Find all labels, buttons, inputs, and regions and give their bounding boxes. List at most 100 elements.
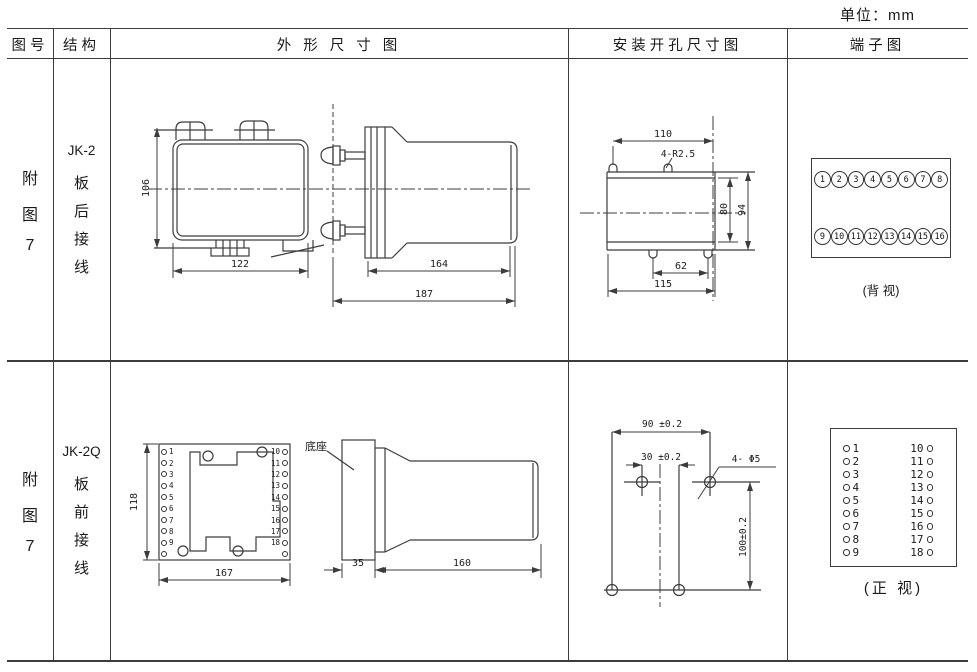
terminal-number: 2 (169, 458, 174, 468)
terminal-dot-icon (161, 471, 167, 478)
dimension-lines (143, 443, 542, 586)
terminal-number: 3 (852, 468, 860, 481)
terminal-dot-icon (843, 471, 850, 478)
terminal-number: 12 (910, 468, 924, 481)
terminal-dot-icon (843, 510, 850, 517)
header-structure: 结构 (63, 38, 100, 54)
terminal-circle: 16 (931, 228, 948, 245)
terminal-dot-icon (282, 448, 288, 455)
terminal-dot-icon (926, 445, 933, 452)
front-terminal: 11 (262, 457, 288, 468)
header-outline: 外 形 尺 寸 图 (276, 38, 402, 54)
front-terminal: 13 (262, 480, 288, 491)
col-divider-1 (53, 28, 54, 661)
dim-top-width: 90 ±0.2 (642, 419, 682, 430)
front-terminal: 12 (262, 469, 288, 480)
front-terminals-right: 10 11 12 13 14 15 16 (262, 446, 288, 560)
structure-cell-jk2: JK-2 板后接线 (53, 58, 110, 361)
terminal-number: 4 (852, 481, 860, 494)
terminal-dot-icon (161, 448, 167, 455)
wiring-char: 前 (73, 504, 89, 521)
figure-char: 图 (21, 206, 38, 224)
dim-base-depth: 35 (352, 558, 364, 569)
terminal-number: 9 (169, 538, 174, 548)
front-terminal: 3 (161, 469, 174, 480)
terminal-dot-icon (926, 523, 933, 530)
terminal-dot-icon (161, 528, 167, 535)
structure-stack: JK-2 板后接线 (53, 58, 110, 361)
install-cell-jk2: 110 4-R2.5 80 94 62 115 (568, 58, 787, 361)
side-view-body (326, 439, 539, 561)
terminal-number: 16 (910, 520, 924, 533)
terminal-col-left: 1 2 3 4 5 6 7 (843, 442, 859, 559)
side-view-body (320, 104, 518, 259)
terminal-circle: 8 (931, 171, 948, 188)
front-terminal: 2 (161, 457, 174, 468)
front-terminal: 15 (262, 503, 288, 514)
unit-label: 单位：mm (840, 7, 915, 24)
terminal-dot-icon (282, 471, 288, 478)
terminal-number: 10 (910, 442, 924, 455)
dim-slot-span: 62 (675, 261, 687, 272)
terminal-number: 7 (852, 520, 860, 533)
front-terminal: 18 (262, 537, 288, 548)
terminal-dot-icon (843, 497, 850, 504)
front-terminal: 8 (161, 526, 174, 537)
terminal-number: 4 (169, 481, 174, 491)
wiring-char: 接 (73, 230, 89, 248)
terminal-dot-icon (843, 458, 850, 465)
install-cell-jk2q: 90 ±0.2 30 ±0.2 4- Φ5 100±0.2 (568, 361, 787, 661)
terminal-number: 11 (910, 455, 924, 468)
wiring-char: 线 (73, 560, 89, 577)
install-drawing-jk2q: 90 ±0.2 30 ±0.2 4- Φ5 100±0.2 (604, 419, 776, 607)
terminal-item: 15 (903, 507, 933, 520)
front-terminal: 16 (262, 514, 288, 525)
terminal-number: 16 (270, 515, 280, 525)
wiring-char: 线 (73, 258, 89, 276)
terminal-cell-jk2q: 1 2 3 4 5 6 7 (787, 361, 968, 661)
figure-char: 7 (25, 236, 35, 254)
terminal-circle: 13 (881, 228, 898, 245)
terminal-circle: 12 (864, 228, 881, 245)
wiring-chars: 板后接线 (74, 172, 89, 277)
terminal-caption: (背 视) (862, 284, 900, 298)
terminal-col-right: 10 11 12 13 14 15 16 (903, 442, 933, 559)
terminal-dot-icon (161, 517, 167, 524)
dim-body-length: 160 (453, 558, 471, 569)
dim-body-length: 164 (430, 259, 448, 270)
terminal-dot-icon (843, 549, 850, 556)
terminal-circle: 2 (830, 171, 848, 188)
terminal-number: 13 (270, 481, 280, 491)
terminal-circle: 3 (847, 171, 865, 188)
terminal-number: 18 (270, 538, 280, 548)
figure-char: 图 (21, 508, 38, 525)
terminal-circle: 4 (864, 171, 881, 188)
hole-callout: 4- Φ5 (732, 454, 761, 465)
terminal-dot-icon (161, 539, 167, 546)
terminal-dot-icon (161, 494, 167, 501)
terminal-dot-icon (843, 484, 850, 491)
terminal-number: 5 (852, 494, 860, 507)
outline-drawing-jk2: 106 122 164 187 (141, 104, 530, 307)
dim-height: 100±0.2 (738, 517, 749, 557)
terminal-dot-icon (926, 471, 933, 478)
outline-cell-jk2q: 118 167 底座 35 160 1 2 3 4 (110, 361, 568, 661)
terminal-circle: 6 (897, 171, 915, 188)
front-terminal-unnumbered (262, 549, 288, 560)
terminal-circle: 7 (914, 171, 932, 188)
terminal-number: 15 (910, 507, 924, 520)
terminal-item: 6 (843, 507, 859, 520)
terminal-number: 8 (852, 533, 860, 546)
install-drawing-jk2: 110 4-R2.5 80 94 62 115 (580, 116, 755, 301)
wiring-char: 接 (73, 532, 89, 549)
dim-top-width: 110 (654, 129, 672, 140)
col-divider-2 (110, 28, 111, 661)
terminal-circle: 9 (814, 228, 831, 245)
front-terminal-unnumbered (161, 549, 174, 560)
dimension-lines (154, 128, 516, 307)
dim-inner-height: 80 (719, 203, 730, 215)
terminal-circle: 11 (847, 228, 865, 245)
